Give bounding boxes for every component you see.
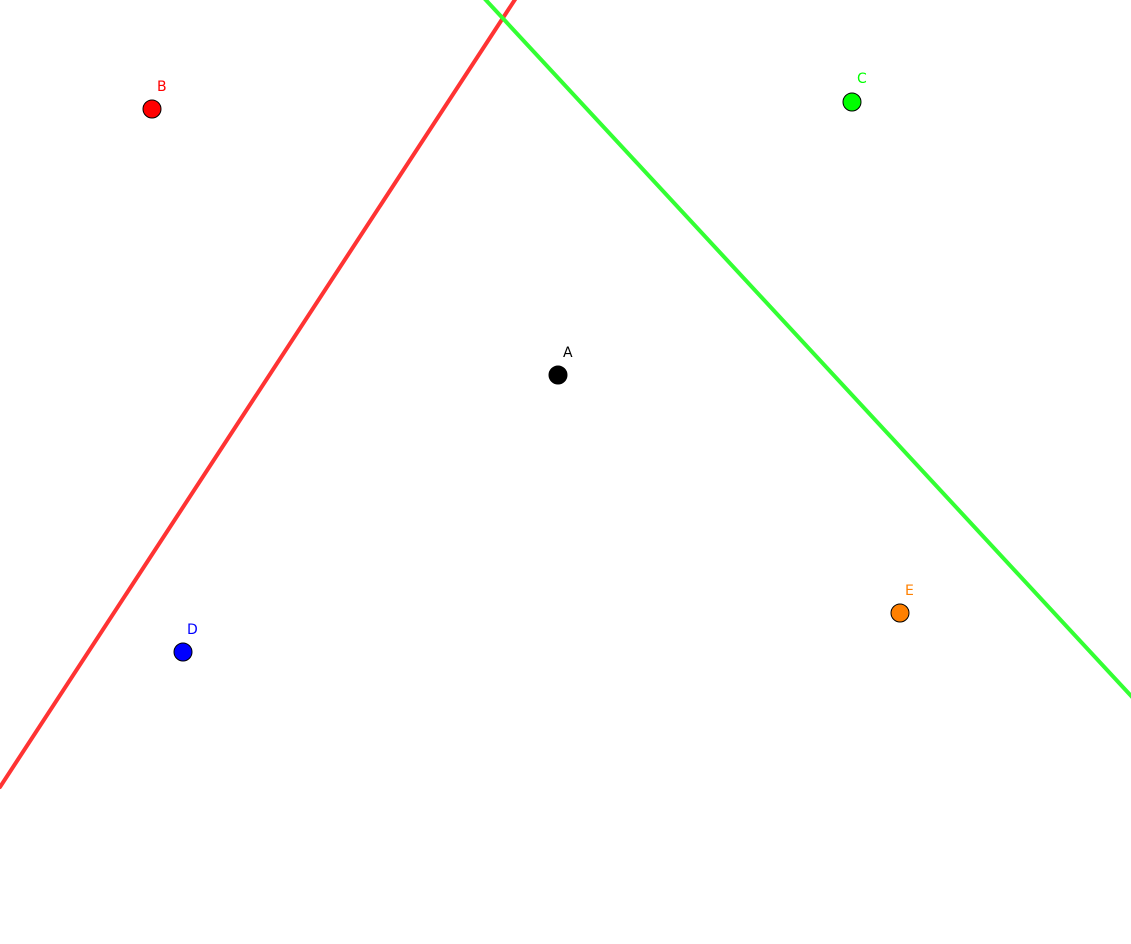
point-A-label: A xyxy=(563,345,573,361)
point-C[interactable]: C xyxy=(842,71,867,112)
point-A-marker[interactable] xyxy=(548,365,568,385)
point-A[interactable]: A xyxy=(548,345,573,385)
point-D-label: D xyxy=(187,622,198,638)
point-E-marker[interactable] xyxy=(890,603,910,623)
point-C-label: C xyxy=(857,71,867,87)
green-line[interactable] xyxy=(483,0,1131,699)
point-B[interactable]: B xyxy=(142,79,167,119)
point-D-marker[interactable] xyxy=(173,642,193,662)
point-E[interactable]: E xyxy=(890,583,914,623)
point-C-marker[interactable] xyxy=(842,92,862,112)
point-D[interactable]: D xyxy=(173,622,198,662)
point-B-marker[interactable] xyxy=(142,99,162,119)
red-line[interactable] xyxy=(0,0,518,789)
point-E-label: E xyxy=(905,583,914,599)
point-B-label: B xyxy=(157,79,167,95)
